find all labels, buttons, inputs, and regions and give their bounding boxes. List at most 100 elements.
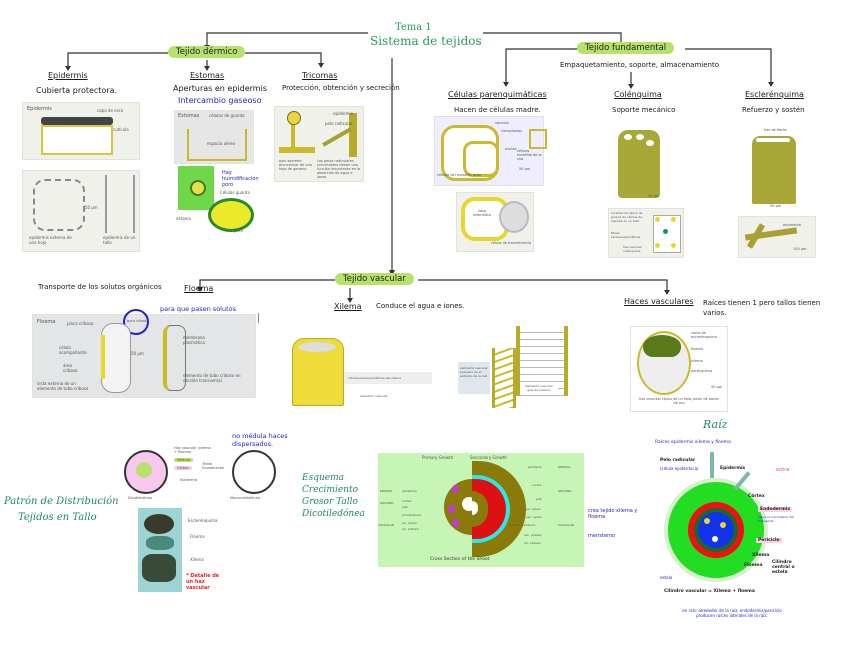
parenquima-note-mesophyll: células del mesófilo foliar [437,173,482,177]
esquema-right-vascular: VASCULAR [558,523,574,527]
floema-image-label: Floema [37,319,56,325]
parenquima-title: Células parenquimáticas [448,90,547,99]
haces-image: vaina de esclerénquima floema xilema par… [630,326,728,412]
haces-note-sheath: vaina de esclerénquima [691,331,717,339]
patron-label-pith: Médula [174,458,193,462]
colenquima-scale: 20 µm [648,194,660,198]
patron-detail-note: * Detalle de un haz vascular [186,573,220,591]
esquema-title-line4: Dicotiledónea [302,509,365,519]
epidermis-leaf-caption: epidermis externa de una hoja [29,235,72,245]
patron-label-cortex: Córtex [174,466,192,470]
esquema-right-secxylem: sec. xylem [526,515,543,519]
esclerenquima-title: Esclerénquima [745,90,804,99]
esclerenquima-scale-1: 50 µm [770,204,782,208]
parenquima-transfer-label: célula de transferencia [491,241,532,245]
parenquima-image-2: vaso xilemático célula de transferencia [456,192,534,252]
floema-image: Floema placa cribosa poro criboso célula… [32,309,256,398]
parenquima-scale: 50 µm [519,167,531,171]
xilema-note-large: elemento vascular grande maduro [520,384,558,392]
epidermis-wax-label: capa de cera [97,108,123,113]
tricomas-root-hair-label: pelo radicular [325,121,353,126]
floema-desc: Transporte de los solutos orgánicos [38,283,162,291]
floema-note-section: elemento de tubo criboso en sección tran… [183,373,241,383]
esquema-right-secphloem: sec. phloem [524,533,543,537]
esquema-left-vascular: VASCULAR [378,523,394,527]
esquema-title-line1: Esquema [302,473,344,483]
epidermis-cuticle-label: cutícula [113,127,129,132]
tricomas-caption-b: Los pelos radiculares unicelulares tiene… [317,159,361,179]
haces-desc: Raíces tienen 1 pero tallos tienen vario… [703,299,821,317]
patron-note: no médula haces dispersados. [232,432,288,448]
esquema-right-periderm: periderm [528,465,542,469]
floema-note-external: vista externa de un elemento de tubo cri… [37,381,89,391]
colenquima-image-2: localización típica de grupos de células… [608,208,684,258]
colenquima-title: Colénquima [614,90,662,99]
node-tejido-fundamental[interactable]: Tejido fundamental [577,42,675,54]
haces-caption: haz vascular típico de un tallo joven de… [639,397,719,405]
node-tejido-vascular[interactable]: Tejido vascular [335,273,414,285]
colenquima-note-location: localización típica de grupos de células… [611,211,643,223]
floema-note: para que pasen solutos [160,305,237,313]
raiz-pink-note: entra [776,467,790,473]
estomas-guard-cells-label: Células guarda [220,190,250,195]
fundamental-desc: Empaquetamiento, soporte, almacenamiento [560,61,719,69]
raiz-top-note: Raíces epidermis xilema y floema [655,440,731,445]
estomas-space-label: espacio aéreo [207,141,235,146]
connector-dermico-epidermis [67,52,168,66]
node-tejido-dermico[interactable]: Tejido dérmico [168,46,246,58]
floema-note-area: área cribosa [63,363,78,373]
epidermis-image-2: epidermis externa de una hoja epidermis … [22,170,140,252]
estomas-title: Estomas [190,71,225,80]
epidermis-title: Epidermis [48,71,88,80]
tricomas-desc: Protección, obtención y secreción [282,84,400,92]
tricomas-image: epidermis pelo radicular pelo secretor p… [274,106,364,182]
parenquima-note-vacuole: vacuola [495,121,509,125]
haces-note-parenchyma: parénquima [691,369,713,373]
tricomas-epidermis-label: epidermis [333,111,353,116]
estomas-note: Intercambio gaseoso [178,96,262,105]
connector-title-fundamental [483,32,622,42]
esquema-right-cortex: cortex [532,483,542,487]
connector-title-dermico [206,32,368,45]
haces-scale: 50 µm [711,385,723,389]
raiz-bottom-note: en raíz: alrededor de la raíz, endodermi… [682,608,782,618]
estomas-pore-label: poro [234,228,243,233]
floema-title: Floema [184,284,214,293]
esclerenquima-sclereid-label: esclereida [783,223,801,227]
xilema-image-2: elemento vascular pequeño en el extremo … [458,326,568,410]
floema-note-plate: placa cribosa [67,321,94,326]
estomas-image-label: Estomas [178,113,200,119]
raiz-label-periciclo: Periciclo [756,538,782,543]
esquema-left-ground: GROUND [380,501,394,505]
patron-label-epidermis: Epidermis [180,478,198,482]
esquema-left-pith: pith [402,505,408,509]
floema-scale: 50 µm [131,351,144,356]
esquema-caption: Cross Section of the Shoot [430,557,490,562]
esclerenquima-desc: Refuerzo y sostén [742,106,805,114]
esclerenquima-image-1: haz de fibras 50 µm [748,126,800,212]
esquema-right-cambium: vascular cambium [508,523,536,527]
haces-note-phloem: floema [691,347,704,351]
tricomas-title: Tricomas [302,71,338,80]
parenquima-note-chloroplast: cloroplastos [501,129,523,133]
colenquima-desc: Soporte mecánico [612,106,676,114]
esquema-header-secondary: Secondary Growth [470,455,507,460]
connector-fund-parenquima [505,48,577,82]
esquema-title-line2: Crecimiento [302,485,359,495]
raiz-diagram [660,452,800,628]
esquema-note-1: crea tejido xilema y floema [588,508,638,520]
epidermis-image-label: Epidermis [27,106,52,112]
parenquima-vessel-label: vaso xilemático [472,209,492,217]
esquema-note-2: meristemo [588,533,615,539]
esquema-left-prixylem: pri. xylem [402,521,418,525]
raiz-label-cilindro: Cilindro central o estela [772,560,795,575]
patron-bundle-image [138,508,182,592]
esquema-right-ground: GROUND [558,489,572,493]
raiz-label-endodermis: Endodermis [758,507,792,512]
patron-title-line1: Patrón de Distribución [4,496,119,507]
epidermis-stem-caption: epidermis de un tallo [103,235,136,245]
esclerenquima-fiber-label: haz de fibras [764,128,787,132]
esquema-title-line3: Grosor Tallo [302,497,358,507]
esquema-left-priphloem: pri. phloem [402,527,420,531]
floema-note-membrane: membrana plasmática [183,335,205,345]
